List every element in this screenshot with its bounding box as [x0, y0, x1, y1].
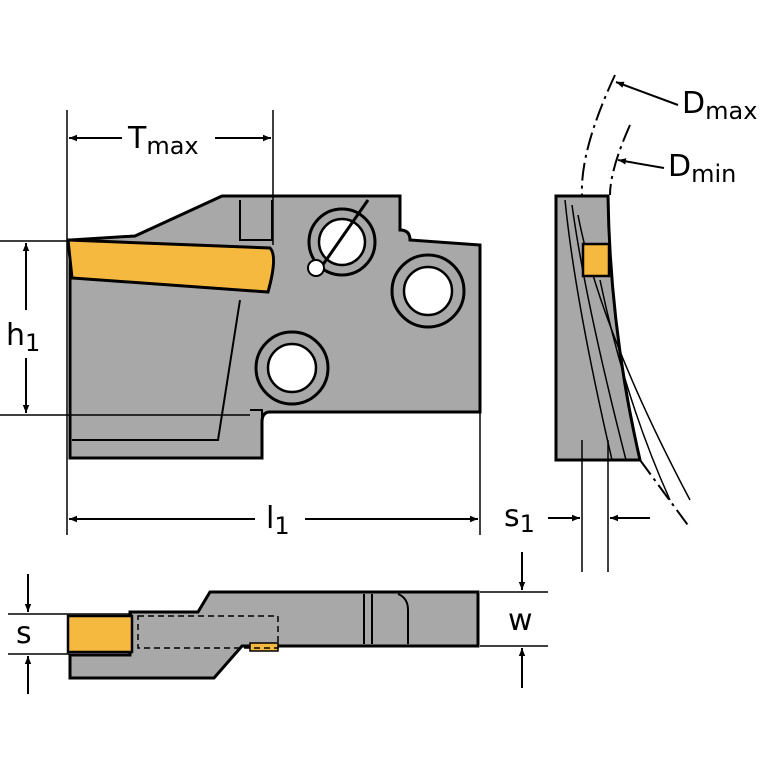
- top-hidden-slot: [137, 615, 279, 649]
- s-label: s: [16, 616, 32, 651]
- top-groove-3: [397, 593, 409, 644]
- tmax-label: Tmax: [127, 121, 199, 160]
- front-insert: [66, 238, 275, 294]
- w-label: w: [508, 603, 533, 638]
- dmin-label: Dmin: [668, 149, 736, 188]
- dmax-arc: [580, 74, 616, 196]
- side-curve-2: [571, 204, 627, 461]
- front-view: Tmax h1 l1: [0, 110, 482, 540]
- top-body: [68, 590, 480, 680]
- pocket-edge: [72, 299, 241, 441]
- slot-notch: [250, 409, 263, 420]
- top-insert: [66, 614, 134, 654]
- top-view: s w: [8, 552, 548, 694]
- h1-label: h1: [6, 318, 40, 357]
- side-body: [554, 194, 642, 462]
- l1-label: l1: [266, 501, 290, 540]
- side-curve-4: [599, 279, 671, 501]
- mounting-hole-2: [254, 330, 330, 406]
- pocket-edge-2: [239, 200, 273, 241]
- dmin-arc: [609, 124, 631, 196]
- dmin-arc-low: [639, 459, 691, 529]
- top-insert-tab: [249, 642, 279, 652]
- mounting-hole-1: [390, 253, 466, 329]
- clamp-screw: [307, 199, 377, 277]
- side-view: Dmax Dmin s1: [504, 74, 757, 572]
- s1-label: s1: [504, 499, 535, 538]
- side-insert: [581, 242, 611, 278]
- side-curve-1: [564, 199, 613, 461]
- dmax-label: Dmax: [682, 86, 757, 125]
